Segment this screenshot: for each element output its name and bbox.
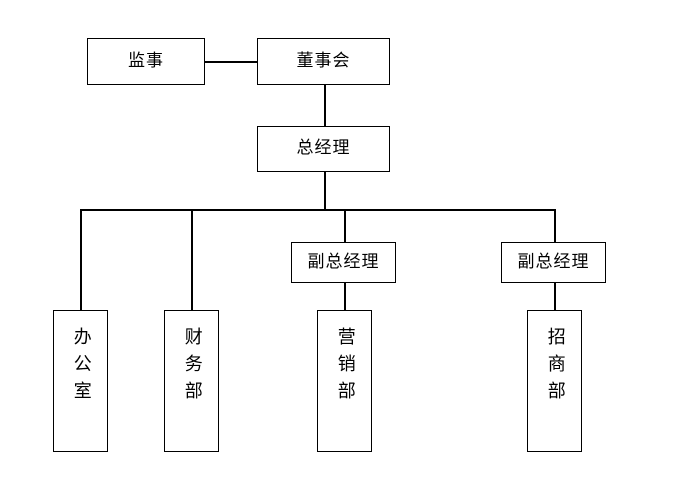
node-board-of-directors-label: 董事会: [296, 50, 351, 71]
node-finance-department-label: 财务部: [181, 327, 203, 408]
connector-supervisor-to-board: [205, 61, 258, 63]
connector-bus-to-office: [80, 209, 82, 310]
node-deputy-manager-1-label: 副总经理: [307, 251, 380, 272]
connector-deputy-manager-1-to-marketing: [344, 283, 346, 310]
node-finance-department[interactable]: 财务部: [164, 310, 219, 452]
node-deputy-manager-2[interactable]: 副总经理: [501, 242, 606, 283]
connector-bus-to-deputy-manager-1: [344, 209, 346, 243]
node-general-manager[interactable]: 总经理: [257, 126, 390, 172]
connector-horizontal-bus: [81, 209, 556, 211]
connector-bus-to-finance: [191, 209, 193, 310]
node-investment-department-label: 招商部: [544, 327, 566, 408]
node-supervisor-label: 监事: [128, 50, 164, 71]
node-deputy-manager-2-label: 副总经理: [517, 251, 590, 272]
node-investment-department[interactable]: 招商部: [527, 310, 582, 452]
connector-general-manager-to-bus: [324, 172, 326, 211]
node-office-label: 办公室: [70, 327, 92, 408]
node-general-manager-label: 总经理: [296, 138, 351, 159]
connector-deputy-manager-2-to-investment: [554, 283, 556, 310]
node-deputy-manager-1[interactable]: 副总经理: [291, 242, 396, 283]
node-marketing-department-label: 营销部: [334, 327, 356, 408]
connector-board-to-general-manager: [324, 85, 326, 126]
node-supervisor[interactable]: 监事: [87, 38, 205, 85]
node-office[interactable]: 办公室: [53, 310, 108, 452]
connector-bus-to-deputy-manager-2: [554, 209, 556, 243]
node-marketing-department[interactable]: 营销部: [317, 310, 372, 452]
node-board-of-directors[interactable]: 董事会: [257, 38, 390, 85]
